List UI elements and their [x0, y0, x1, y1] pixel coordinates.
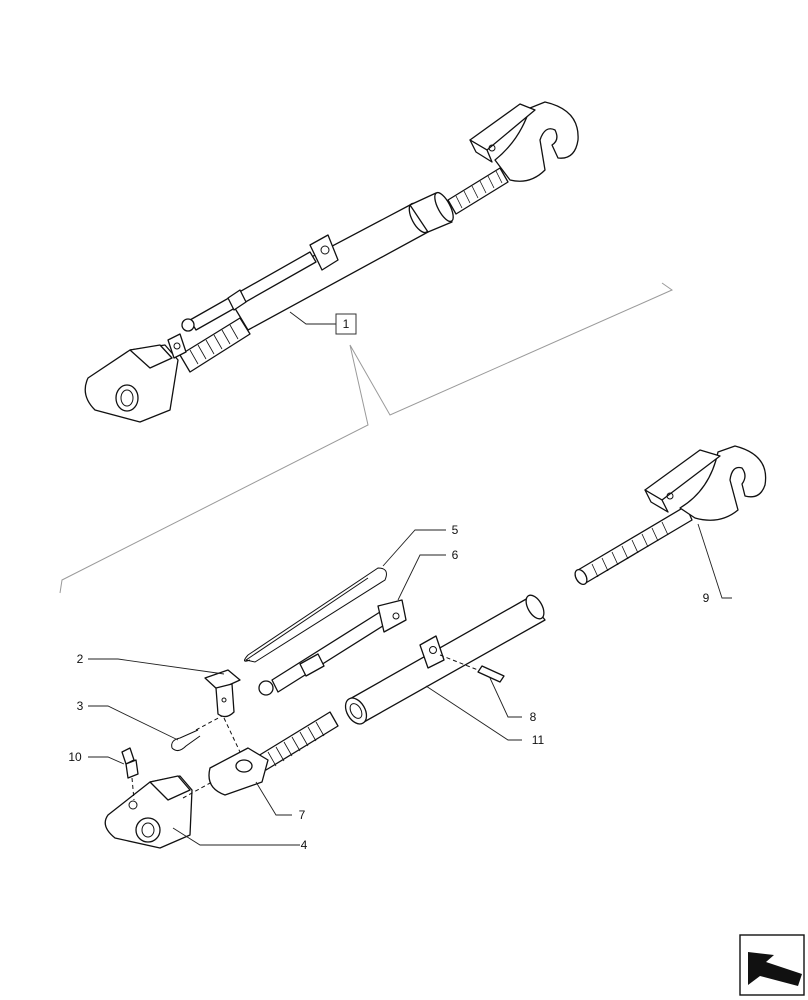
hook-end-part: [574, 445, 767, 586]
callout-9: 9: [703, 591, 710, 605]
tube-part: [344, 594, 546, 725]
callout-2: 2: [77, 652, 84, 666]
callout-11: 11: [532, 733, 545, 747]
next-page-arrow-icon[interactable]: [739, 934, 805, 996]
exploded-view-boundary: [59, 282, 674, 594]
clip-part: [171, 729, 201, 752]
callout-4: 4: [301, 838, 308, 852]
handle-bracket-part: [258, 599, 407, 696]
callout-5: 5: [452, 523, 459, 537]
callout-8: 8: [530, 710, 537, 724]
leader-lines: [88, 311, 732, 846]
grease-nipple-part: [121, 747, 139, 779]
callout-1-box: [335, 313, 357, 335]
fork-end-part: [104, 775, 193, 849]
callout-6: 6: [452, 548, 459, 562]
rod-end-part: [208, 711, 339, 796]
callout-3: 3: [77, 699, 84, 713]
wire-clip-part: [244, 567, 387, 663]
callout-10: 10: [68, 750, 82, 764]
assembly-guides: [131, 654, 479, 801]
dowel-pin-part: [477, 665, 505, 683]
callout-7: 7: [299, 808, 306, 822]
top-link-assembly: [84, 101, 579, 423]
callout-labels: 1 2 3 4 5 6 7 8 9 10 11: [68, 317, 709, 852]
callout-1: 1: [343, 317, 350, 331]
pin-part: [204, 669, 241, 718]
